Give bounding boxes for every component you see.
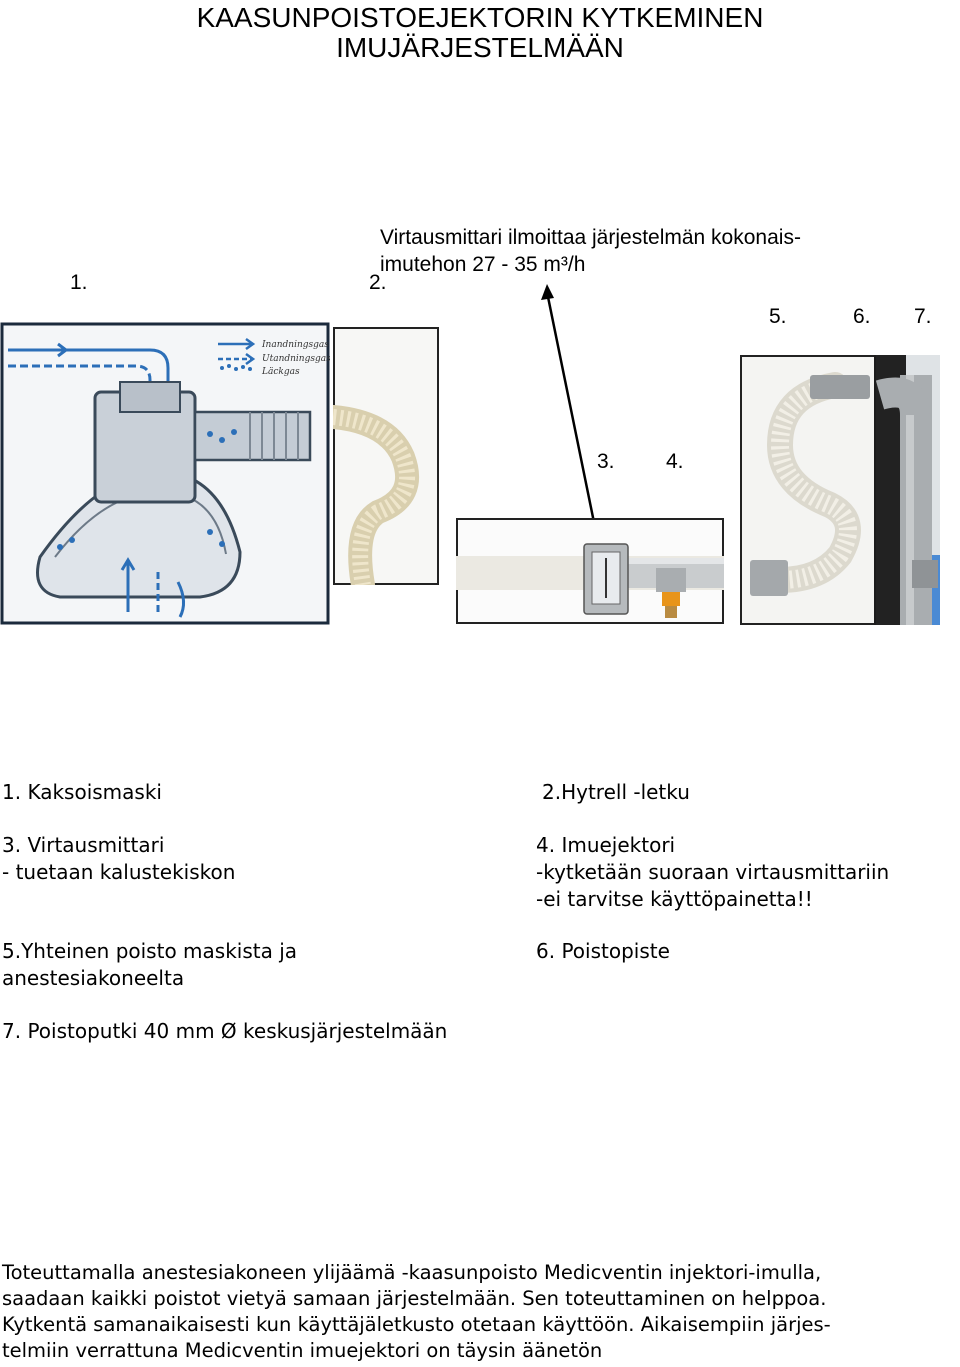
- hytrell-hose-photo: [333, 327, 439, 585]
- callout-line-2: imutehon 27 - 35 m³/h: [380, 253, 586, 276]
- flowmeter-ejector-photo: [456, 518, 724, 624]
- marker-5: 5.: [769, 305, 787, 328]
- page-title-line-1: KAASUNPOISTOEJEKTORIN KYTKEMINEN: [196, 2, 764, 33]
- marker-2: 2.: [369, 271, 387, 294]
- legend-exhale: Utandningsgas: [262, 354, 330, 364]
- legend-item-4-note-2: -ei tarvitse käyttöpainetta!!: [536, 887, 813, 911]
- paragraph-line-2: saadaan kaikki poistot vietyä samaan jär…: [2, 1287, 827, 1310]
- marker-1: 1.: [70, 271, 88, 294]
- pointer-arrow: [541, 284, 600, 543]
- exhaust-outlet-photo: [740, 355, 940, 625]
- marker-3: 3.: [597, 450, 615, 473]
- paragraph-line-4: telmiin verrattuna Medicventin imuejekto…: [2, 1339, 603, 1362]
- legend-item-7: 7. Poistoputki 40 mm Ø keskusjärjestelmä…: [2, 1019, 448, 1043]
- legend-item-4-note-1: -kytketään suoraan virtausmittariin: [536, 860, 890, 884]
- legend-item-6: 6. Poistopiste: [536, 939, 670, 963]
- arrow-icon: [218, 337, 256, 366]
- legend-item-3-note: - tuetaan kalustekiskon: [2, 860, 236, 884]
- paragraph-line-3: Kytkentä samanaikaisesti kun käyttäjälet…: [2, 1313, 831, 1336]
- legend-item-1: 1. Kaksoismaski: [2, 780, 162, 804]
- legend-item-4-title: 4. Imuejektori: [536, 833, 676, 857]
- marker-7: 7.: [914, 305, 932, 328]
- paragraph-line-1: Toteuttamalla anestesiakoneen ylijäämä -…: [2, 1261, 822, 1284]
- legend-inhale: Inandningsgas: [261, 340, 329, 350]
- legend-item-5-title: 5.Yhteinen poisto maskista ja: [2, 939, 298, 963]
- fitting-orange: [662, 592, 680, 606]
- double-mask-diagram: Inandningsgas Utandningsgas Läckgas: [0, 322, 330, 625]
- legend-leak: Läckgas: [261, 367, 300, 377]
- page-title-line-2: IMUJÄRJESTELMÄÄN: [336, 32, 624, 63]
- marker-6: 6.: [853, 305, 871, 328]
- legend-item-3-title: 3. Virtausmittari: [2, 833, 165, 857]
- marker-4: 4.: [666, 450, 684, 473]
- callout-line-1: Virtausmittari ilmoittaa järjestelmän ko…: [380, 226, 801, 249]
- legend-item-5-note: anestesiakoneelta: [2, 966, 185, 990]
- legend-item-2: 2.Hytrell -letku: [542, 780, 690, 804]
